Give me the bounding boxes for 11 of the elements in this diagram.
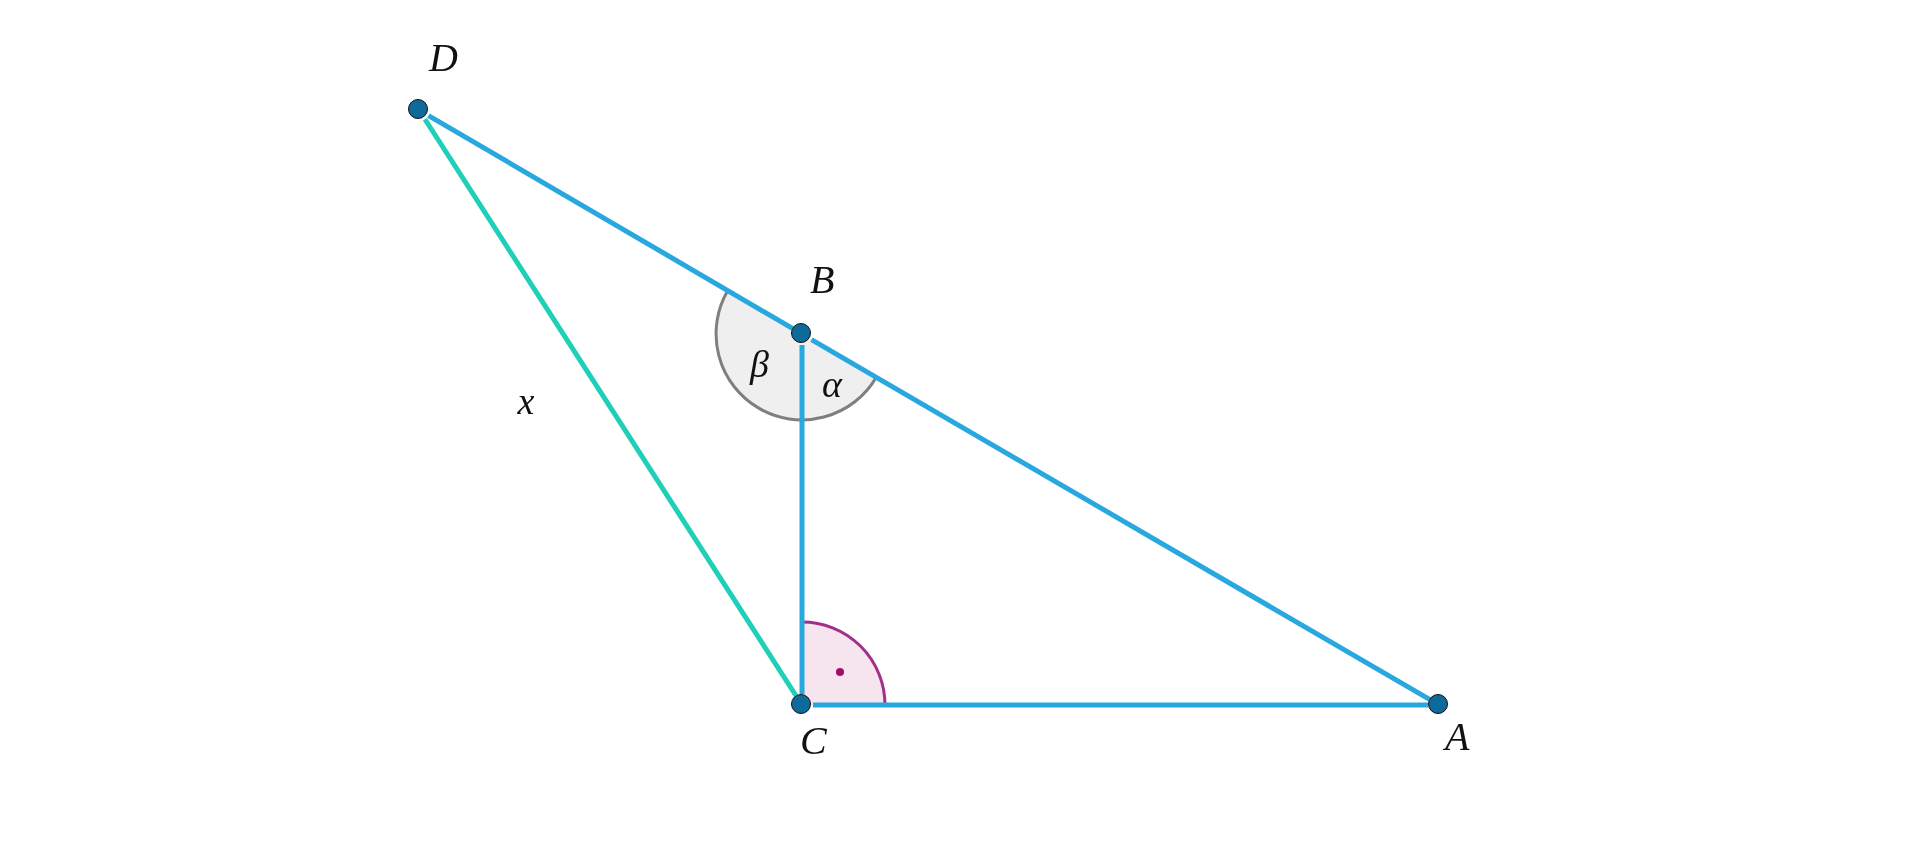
line-segment: [813, 702, 1428, 708]
point-label: D: [429, 38, 458, 78]
angle-label: β: [748, 345, 770, 383]
point-label: A: [1445, 717, 1470, 757]
line-segment: [427, 113, 794, 331]
line-segment: [422, 117, 799, 698]
line-segment: [810, 337, 1431, 702]
point-label: B: [810, 260, 835, 300]
angle-label: α: [821, 365, 844, 403]
point-label: C: [800, 721, 827, 761]
line-segment: [799, 345, 805, 694]
